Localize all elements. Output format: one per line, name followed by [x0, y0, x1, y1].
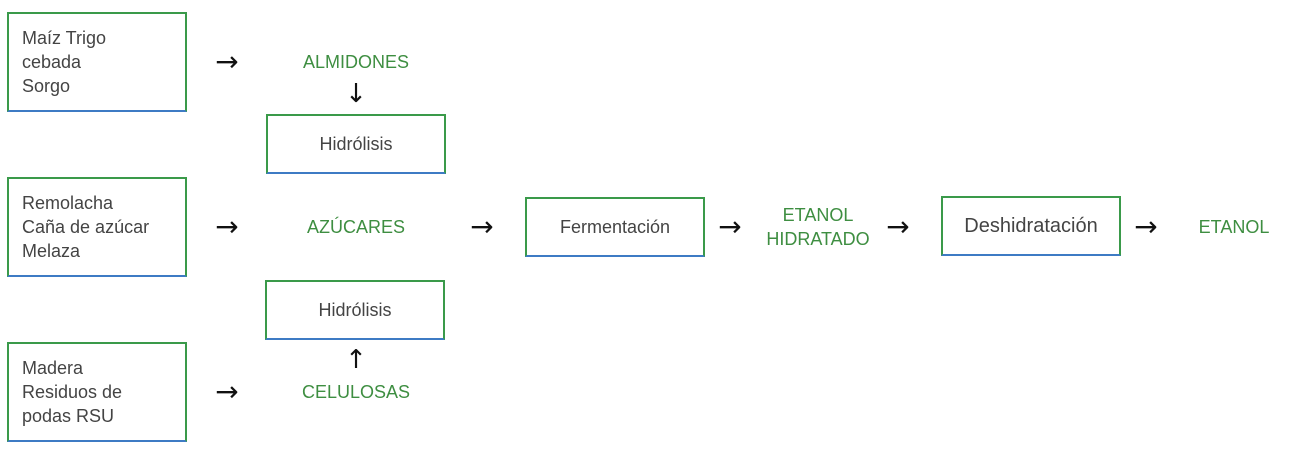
label-celulosas: CELULOSAS — [301, 382, 411, 402]
arrow-down-icon: ↓ — [345, 79, 367, 109]
source-line: Remolacha — [22, 193, 114, 213]
process-label: Fermentación — [559, 217, 671, 237]
arrow-up-icon: ↑ — [345, 345, 367, 375]
source-line: cebada — [22, 52, 82, 72]
source-box-azucareros: Remolacha Caña de azúcar Melaza — [7, 177, 187, 277]
arrow-right-icon: → — [215, 210, 239, 243]
arrow-right-icon: → — [215, 375, 239, 408]
label-azucares: AZÚCARES — [306, 217, 405, 237]
source-box-lignocelulosicos: Madera Residuos de podas RSU — [7, 342, 187, 442]
process-box-hidrolisis-bottom: Hidrólisis — [265, 280, 445, 340]
arrow-right-icon: → — [215, 45, 239, 78]
process-box-fermentacion: Fermentación — [525, 197, 705, 257]
source-line: podas RSU — [22, 406, 115, 426]
label-line: HIDRATADO — [766, 229, 870, 249]
process-box-deshidratacion: Deshidratación — [941, 196, 1121, 256]
source-box-cereales: Maíz Trigo cebada Sorgo — [7, 12, 187, 112]
arrow-right-icon: → — [1134, 210, 1158, 243]
label-etanol-hidratado: ETANOL HIDRATADO — [748, 203, 888, 251]
label-almidones: ALMIDONES — [302, 52, 410, 72]
source-line: Caña de azúcar — [22, 217, 150, 237]
source-line: Madera — [22, 358, 84, 378]
arrow-right-icon: → — [886, 210, 910, 243]
source-line: Melaza — [22, 241, 81, 261]
source-line: Residuos de — [22, 382, 123, 402]
label-line: ETANOL — [782, 205, 854, 225]
source-line: Sorgo — [22, 76, 71, 96]
process-label: Hidrólisis — [318, 300, 392, 320]
process-box-hidrolisis-top: Hidrólisis — [266, 114, 446, 174]
arrow-right-icon: → — [470, 210, 494, 243]
arrow-right-icon: → — [718, 210, 742, 243]
source-line: Maíz Trigo — [22, 28, 107, 48]
process-label: Deshidratación — [964, 215, 1098, 237]
label-etanol: ETANOL — [1198, 217, 1270, 237]
process-label: Hidrólisis — [319, 134, 393, 154]
